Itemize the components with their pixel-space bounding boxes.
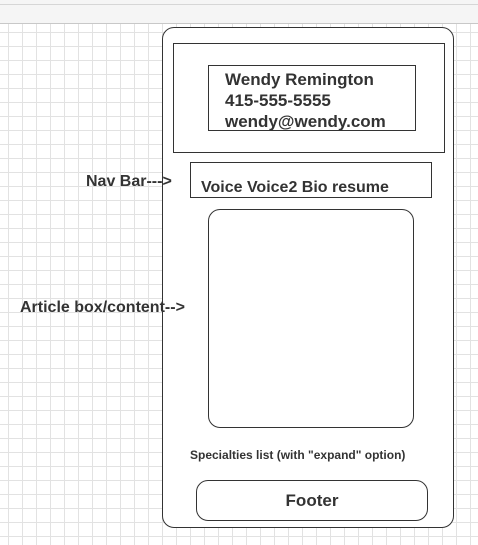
toolbar-divider (0, 4, 478, 5)
nav-bar-box: Voice Voice2 Bio resume (190, 162, 432, 198)
contact-email: wendy@wendy.com (225, 112, 386, 131)
nav-bar-annotation: Nav Bar---> (86, 173, 172, 190)
contact-phone: 415-555-5555 (225, 91, 331, 110)
article-box-annotation: Article box/content--> (20, 299, 185, 316)
editor-toolbar (0, 0, 478, 24)
article-content-box (208, 209, 414, 428)
footer-box: Footer (196, 480, 428, 521)
contact-name: Wendy Remington (225, 70, 374, 89)
specialties-list-label: Specialties list (with "expand" option) (190, 448, 406, 462)
contact-info-box: Wendy Remington 415-555-5555 wendy@wendy… (208, 65, 416, 131)
